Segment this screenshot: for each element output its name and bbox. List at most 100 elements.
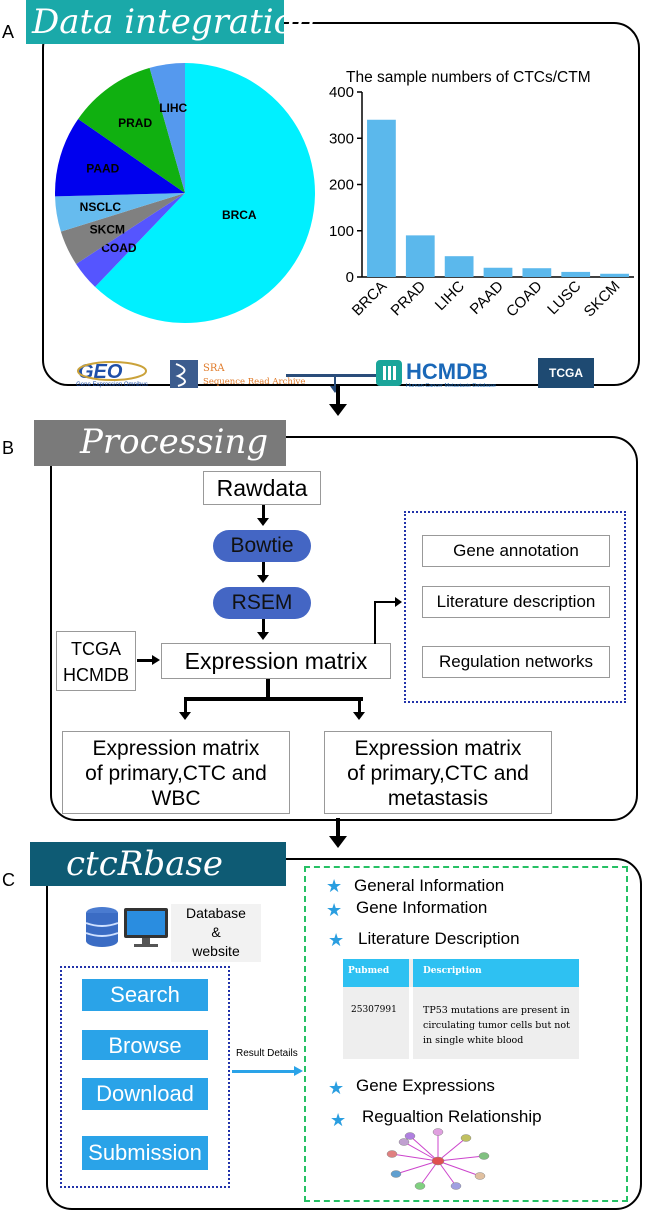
arrow-b-c-head (329, 836, 347, 848)
connector-matrix-annot-h (374, 601, 396, 603)
sra-helix-icon (175, 363, 186, 387)
panel-c-letter: C (2, 870, 15, 890)
panel-b-title: Processing (34, 420, 286, 466)
network-node (478, 1152, 490, 1160)
arrow-bowtie-rsem (262, 562, 265, 576)
network-node (398, 1138, 410, 1146)
db-label-line-2: & (211, 924, 221, 940)
feature-gene-expressions: Gene Expressions (356, 1076, 495, 1095)
network-node (474, 1172, 486, 1180)
split-right-drop (358, 697, 361, 713)
gene-annotation-box: Gene annotation (422, 535, 610, 567)
network-hub-node (431, 1156, 445, 1166)
rawdata-box: Rawdata (203, 471, 321, 505)
star-icon: ★ (326, 876, 343, 896)
split-left-drop (184, 697, 187, 713)
x-tick-label: BRCA (349, 278, 390, 319)
bar-brca (367, 119, 396, 277)
connector-matrix-annot-v (374, 602, 376, 644)
split-left-head (179, 712, 191, 720)
merge-line (286, 374, 376, 377)
arrow-rsem-matrix (262, 619, 265, 633)
network-graph (386, 1128, 490, 1190)
output-right-line-3: metastasis (387, 787, 489, 810)
network-node (414, 1182, 426, 1190)
y-tick-label: 100 (329, 223, 354, 240)
arrow-b-c-shaft (336, 818, 340, 838)
x-tick-label: LIHC (432, 278, 468, 314)
feature-regulation-relationship: Regualtion Relationship (362, 1107, 542, 1126)
arrow-raw-bowtie (262, 505, 265, 519)
pie-label-brca: BRCA (222, 208, 257, 222)
hcmdb-name: HCMDB (406, 359, 488, 384)
hcmdb-caption: Human Cancer Metastasis Database (406, 383, 496, 389)
network-edge (395, 1160, 439, 1175)
literature-table: Pubmed Description 25307991 TP53 mutatio… (343, 959, 579, 1059)
db-label-line-1: Database (186, 905, 246, 921)
merge-stem (334, 374, 336, 386)
network-edge (437, 1160, 481, 1177)
table-header-description: Description (413, 959, 579, 987)
merge-arrowhead (330, 386, 340, 393)
star-icon: ★ (328, 930, 345, 950)
literature-description-box: Literature description (422, 586, 610, 618)
sra-name: SRA (203, 363, 225, 374)
geo-caption: Gene Expression Omnibus (76, 382, 148, 388)
download-button[interactable]: Download (82, 1078, 208, 1110)
annotation-panel (404, 511, 626, 703)
geo-logo-mark: GEO (77, 361, 147, 382)
arrow-a-b-head (329, 404, 347, 416)
result-details-label: Result Details (236, 1048, 298, 1059)
search-button[interactable]: Search (82, 979, 208, 1011)
monitor-icon (124, 908, 168, 947)
output-right-line-1: Expression matrix (354, 737, 522, 760)
y-tick-label: 200 (329, 177, 354, 194)
hcmdb-bars-icon (383, 366, 396, 380)
arrow-a-b-shaft (336, 384, 340, 406)
browse-button[interactable]: Browse (82, 1030, 208, 1060)
pie-label-paad: PAAD (86, 161, 119, 175)
network-node (390, 1170, 402, 1178)
pie-label-nsclc: NSCLC (80, 200, 122, 214)
feature-literature-description: Literature Description (358, 929, 520, 948)
output-right-line-2: of primary,CTC and (347, 762, 529, 785)
sra-caption: Sequence Read Archive (203, 377, 306, 387)
sra-logo-icon (170, 360, 198, 388)
pie-slice-nsclc (55, 193, 186, 232)
feature-gene-information: Gene Information (356, 898, 488, 917)
y-tick-label: 0 (346, 269, 354, 286)
pie-slice-lihc (149, 63, 185, 193)
table-header-pubmed: Pubmed (343, 959, 409, 987)
pie-slice-prad (78, 67, 185, 193)
table-cell-description: TP53 mutations are present in circulatin… (423, 1003, 570, 1048)
table-divider (409, 987, 413, 1059)
x-tick-label: PRAD (388, 278, 430, 320)
network-edge (437, 1155, 485, 1162)
pie-slice-coad (76, 193, 185, 287)
tcga-logo: TCGA (538, 358, 594, 388)
source-hcmdb: HCMDB (63, 665, 129, 685)
result-arrow-shaft (232, 1070, 296, 1073)
network-edge (419, 1160, 439, 1187)
x-tick-label: COAD (503, 278, 546, 321)
database-icon (85, 907, 119, 947)
network-edge (409, 1135, 439, 1162)
bar-paad (483, 267, 513, 277)
pie-slice-paad (55, 118, 185, 197)
arrow-raw-bowtie-head (257, 518, 269, 526)
table-cell-pubmed: 25307991 (351, 1005, 397, 1015)
nav-panel (60, 966, 230, 1188)
bar-prad (405, 235, 435, 277)
bar-lihc (444, 256, 474, 277)
expression-matrix-box: Expression matrix (161, 643, 391, 679)
x-tick-label: SKCM (581, 278, 624, 321)
network-edge (391, 1153, 439, 1162)
x-tick-label: LUSC (544, 278, 584, 318)
pie-slice-skcm (60, 193, 186, 264)
pie-label-coad: COAD (101, 241, 137, 255)
geo-logo: GEO Gene Expression Omnibus (72, 360, 152, 390)
submission-button[interactable]: Submission (82, 1136, 208, 1170)
network-node (450, 1182, 462, 1190)
source-tcga: TCGA (70, 639, 121, 659)
